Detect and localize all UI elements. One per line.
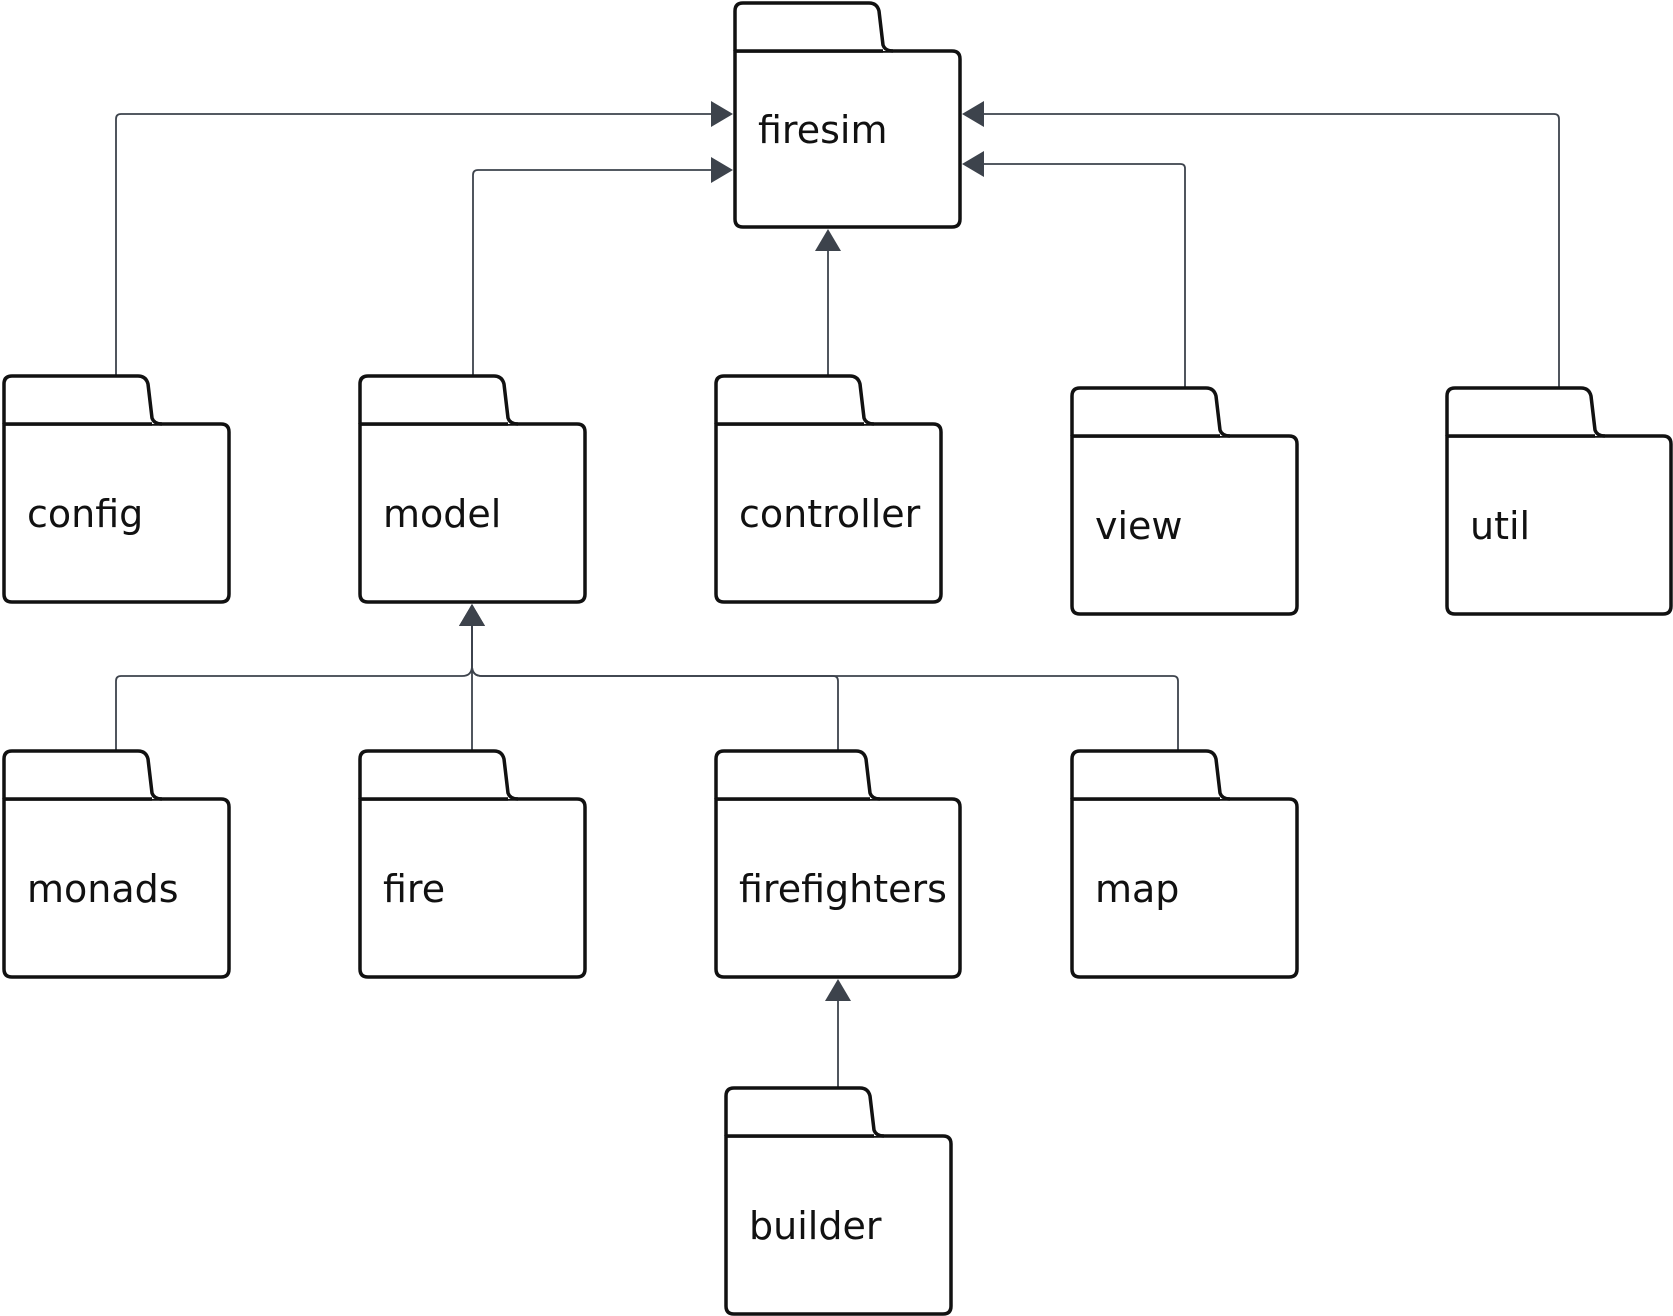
package-firefighters[interactable]: firefighters [714,749,962,979]
package-monads[interactable]: monads [2,749,231,979]
package-body [2,797,231,979]
package-body [358,422,587,604]
dependency-model-to-firesim [472,157,733,376]
package-tab [358,374,519,426]
arrowhead-icon [711,101,733,127]
package-fire[interactable]: fire [358,749,587,979]
package-body [1070,434,1299,616]
dependency-view-to-firesim [962,151,1186,388]
package-tab [733,1,894,53]
package-body [714,422,943,604]
dependency-line [472,169,711,376]
dependency-builder-to-firefighters [825,979,851,1088]
package-label: monads [27,867,179,911]
package-body [1070,797,1299,979]
package-tab [714,374,875,426]
dependency-config-to-firesim [115,101,733,376]
package-tab [2,374,163,426]
package-label: controller [739,492,921,536]
package-label: config [27,492,143,536]
dependency-line [471,626,1179,751]
package-util[interactable]: util [1445,386,1673,616]
package-builder[interactable]: builder [724,1086,953,1316]
package-body [714,797,962,979]
package-label: model [383,492,501,536]
package-tab [1070,749,1231,801]
package-body [733,49,962,229]
dependency-controller-to-firesim [815,229,841,376]
package-map[interactable]: map [1070,749,1299,979]
dependency-map-to-model [459,604,1179,751]
package-firesim[interactable]: firesim [733,1,962,229]
arrowhead-icon [962,151,984,177]
arrowhead-icon [815,229,841,251]
arrowhead-icon [825,979,851,1001]
dependency-line [115,113,711,376]
package-label: firesim [758,108,887,152]
package-label: view [1095,504,1183,548]
package-label: fire [383,867,445,911]
package-controller[interactable]: controller [714,374,943,604]
package-tab [724,1086,885,1138]
package-tab [1445,386,1606,438]
arrowhead-icon [962,101,984,127]
dependency-util-to-firesim [962,101,1560,388]
dependency-edges [115,101,1560,1088]
package-label: firefighters [739,867,947,911]
package-tab [1070,386,1231,438]
arrowhead-icon [459,604,485,626]
dependency-line [471,626,839,751]
package-body [2,422,231,604]
package-tab [2,749,163,801]
dependency-firefighters-to-model [459,604,839,751]
package-label: map [1095,867,1179,911]
package-body [358,797,587,979]
package-body [724,1134,953,1316]
dependency-monads-to-model [115,604,485,751]
package-body [1445,434,1673,616]
package-model[interactable]: model [358,374,587,604]
package-tab [714,749,881,801]
package-view[interactable]: view [1070,386,1299,616]
package-label: builder [749,1204,882,1248]
package-config[interactable]: config [2,374,231,604]
dependency-line [115,626,473,751]
package-tab [358,749,519,801]
package-label: util [1470,504,1530,548]
arrowhead-icon [711,157,733,183]
dependency-line [984,113,1560,388]
dependency-line [984,163,1186,388]
